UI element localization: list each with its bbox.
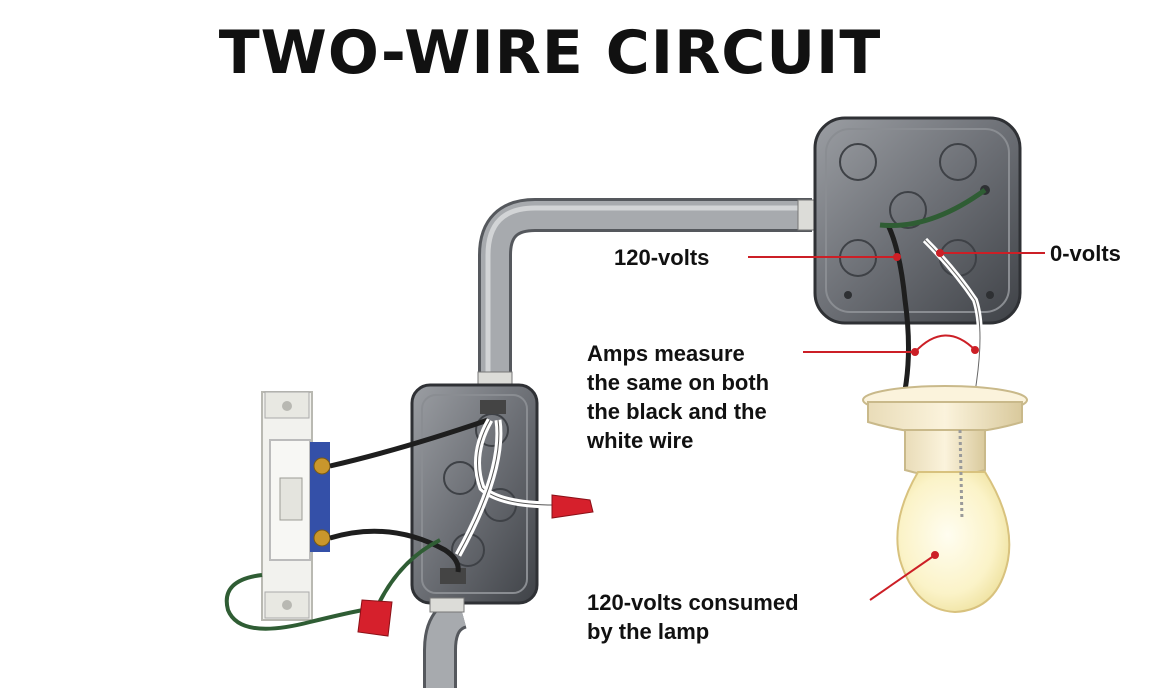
- lamp-consumption-label: 120-volts consumed by the lamp: [587, 590, 799, 644]
- conduit: [423, 198, 819, 688]
- callout-lines: [748, 249, 1045, 601]
- amps-note-label: Amps measure the same on both the black …: [587, 341, 770, 453]
- page-title: TWO-WIRE CIRCUIT: [218, 18, 882, 88]
- wires: [224, 187, 987, 631]
- light-switch-icon: [261, 391, 331, 621]
- lamp-bulb-icon: [862, 385, 1028, 614]
- wire-nut-icon: [357, 494, 594, 637]
- neutral-voltage-label: 0-volts: [1050, 241, 1121, 266]
- hot-voltage-label: 120-volts: [614, 245, 710, 270]
- switch-box-icon: [410, 383, 539, 613]
